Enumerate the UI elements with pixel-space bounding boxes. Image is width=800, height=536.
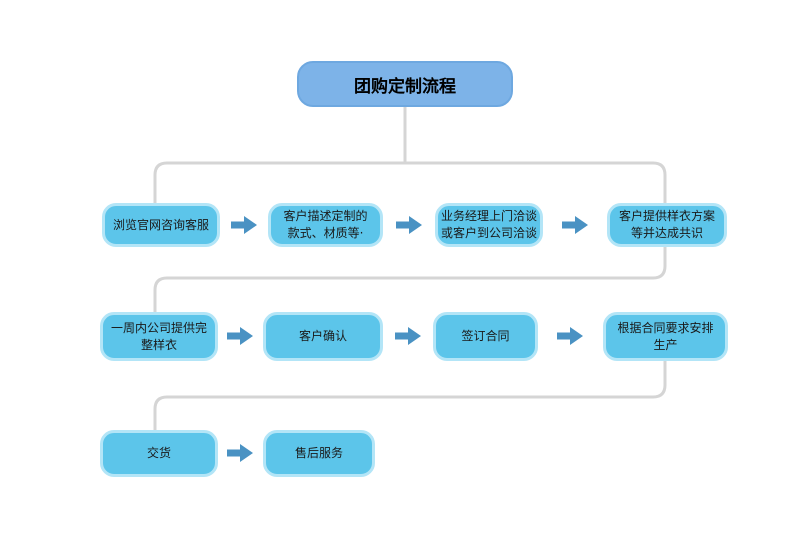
arrow-right-icon: [557, 327, 583, 345]
step-after-sales-service: 售后服务: [263, 430, 375, 477]
arrow-right-icon: [562, 216, 588, 234]
step-sign-contract: 签订合同: [433, 312, 538, 361]
connector-row1-bracket: [153, 161, 667, 204]
arrow-right-icon: [227, 444, 253, 462]
connector-row2-to-row3: [153, 360, 667, 431]
step-provide-complete-sample: 一周内公司提供完 整样衣: [100, 312, 218, 361]
step-delivery: 交货: [100, 430, 218, 477]
arrow-right-icon: [396, 216, 422, 234]
flow-title-box: 团购定制流程: [297, 61, 513, 107]
step-arrange-production: 根据合同要求安排 生产: [603, 312, 728, 361]
step-customer-confirm: 客户确认: [263, 312, 383, 361]
step-browse-website: 浏览官网咨询客服: [102, 203, 220, 247]
step-sample-plan-consensus: 客户提供样衣方案 等并达成共识: [607, 203, 727, 247]
step-manager-negotiation: 业务经理上门洽谈 或客户到公司洽谈: [435, 203, 543, 247]
flow-title: 团购定制流程: [354, 76, 456, 97]
step-describe-custom-style: 客户描述定制的 款式、材质等·: [268, 203, 383, 247]
arrow-right-icon: [395, 327, 421, 345]
connector-row1-to-row2: [153, 246, 667, 313]
arrow-right-icon: [231, 216, 257, 234]
arrow-right-icon: [227, 327, 253, 345]
